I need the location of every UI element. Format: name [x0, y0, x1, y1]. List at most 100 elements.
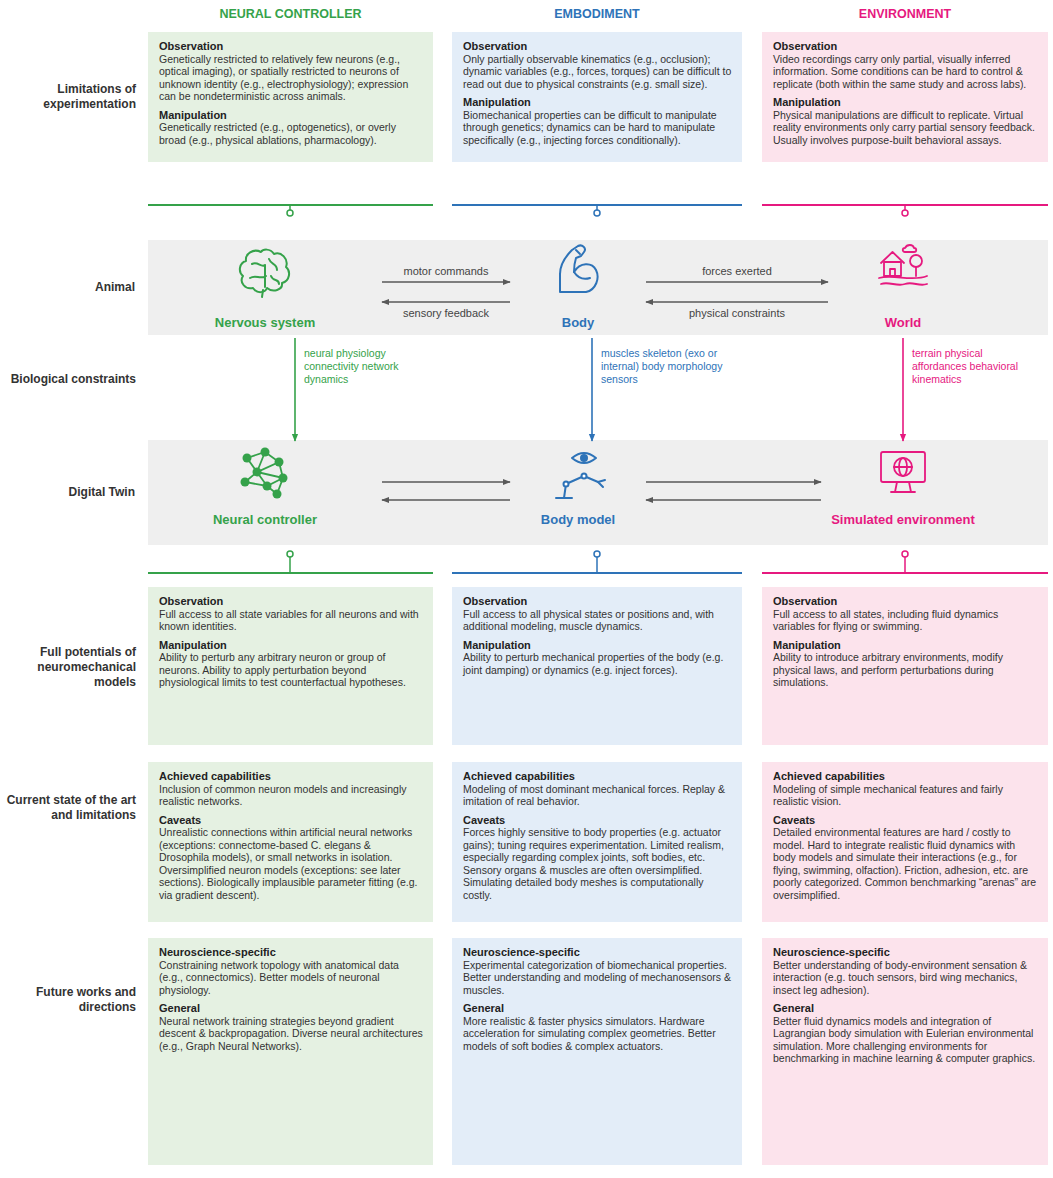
- robot-arm-icon-part: [556, 497, 572, 499]
- node-label: World: [830, 315, 976, 330]
- box-heading: General: [159, 1002, 423, 1015]
- box-heading: Caveats: [463, 814, 732, 827]
- component-node: World: [830, 248, 976, 335]
- brain-icon: [240, 250, 289, 297]
- future-box: Neuroscience-specificBetter understandin…: [762, 938, 1048, 1165]
- box-heading: Caveats: [773, 814, 1038, 827]
- connector-arrow: [902, 338, 904, 441]
- box-heading: Manipulation: [463, 639, 732, 652]
- component-node: Nervous system: [150, 248, 380, 335]
- box-body: Ability to introduce arbitrary environme…: [773, 651, 1038, 689]
- bracket-part: [594, 210, 600, 216]
- future-box: Neuroscience-specificExperimental catego…: [452, 938, 742, 1165]
- world-icon-part: [881, 252, 904, 263]
- connector-arrow: [294, 338, 296, 441]
- component-node: Body model: [512, 444, 644, 532]
- row-label: Future works and directions: [4, 985, 136, 1015]
- box-body: Modeling of simple mechanical features a…: [773, 783, 1038, 808]
- arm-icon-part: [574, 272, 590, 279]
- box-heading: Observation: [463, 40, 732, 53]
- bracket-part: [902, 551, 908, 557]
- arm-icon-part: [560, 245, 598, 292]
- box-heading: Observation: [159, 595, 423, 608]
- connector-arrow: [382, 481, 510, 483]
- network-icon-part: [279, 474, 288, 483]
- row-label: Animal: [3, 280, 135, 295]
- bracket-part: [762, 572, 1048, 574]
- state-box: Achieved capabilitiesModeling of most do…: [452, 762, 742, 922]
- column-header: EMBODIMENT: [452, 7, 742, 22]
- edge-label: muscles skeleton (exo or internal) body …: [601, 347, 731, 386]
- robot-arm-icon-part: [581, 455, 587, 461]
- connector-arrow: [382, 281, 510, 283]
- network-icon-part: [241, 478, 250, 487]
- row-band: Digital TwinNeural controllerBody modelS…: [148, 440, 1048, 545]
- monitor-icon-part: [891, 482, 915, 492]
- limitation-box: ObservationGenetically restricted to rel…: [148, 32, 433, 162]
- box-body: Biomechanical properties can be difficul…: [463, 109, 732, 147]
- box-body: Genetically restricted to relatively few…: [159, 53, 423, 103]
- box-heading: Achieved capabilities: [463, 770, 732, 783]
- row-label: Full potentials of neuromechanical model…: [4, 645, 136, 690]
- robot-arm-icon-part: [598, 480, 605, 487]
- network-icon-part: [273, 490, 282, 499]
- connector-arrow: [646, 281, 828, 283]
- bracket-part: [596, 205, 598, 210]
- connector-arrow: [646, 301, 828, 303]
- network-icon: [241, 448, 288, 499]
- node-label: Body model: [512, 512, 644, 527]
- box-body: Constraining network topology with anato…: [159, 959, 423, 997]
- row-label: Current state of the art and limitations: [4, 793, 136, 823]
- box-heading: General: [463, 1002, 732, 1015]
- box-body: Physical manipulations are difficult to …: [773, 109, 1038, 147]
- bracket-part: [594, 551, 600, 557]
- node-label: Body: [512, 315, 644, 330]
- bracket: [148, 551, 1048, 573]
- box-body: Experimental categorization of biomechan…: [463, 959, 732, 997]
- world-icon-part: [910, 255, 922, 267]
- box-heading: Manipulation: [463, 96, 732, 109]
- bracket-part: [289, 557, 291, 573]
- box-heading: Caveats: [159, 814, 423, 827]
- network-icon-part: [263, 482, 272, 491]
- bracket-part: [904, 205, 906, 210]
- network-icon-part: [275, 458, 284, 467]
- box-body: Unrealistic connections within artificia…: [159, 826, 423, 901]
- arm-icon-part: [576, 250, 580, 254]
- box-heading: Manipulation: [159, 639, 423, 652]
- box-body: Full access to all states, including flu…: [773, 608, 1038, 633]
- network-icon-part: [243, 454, 252, 463]
- robot-arm-icon-part: [564, 482, 569, 487]
- potential-box: ObservationFull access to all states, in…: [762, 587, 1048, 745]
- network-icon-part: [261, 448, 270, 457]
- box-heading: Neuroscience-specific: [159, 946, 423, 959]
- node-label: Nervous system: [150, 315, 380, 330]
- box-heading: Observation: [159, 40, 423, 53]
- box-heading: Manipulation: [159, 109, 423, 122]
- connector-arrow: [591, 338, 593, 441]
- world-icon-part: [915, 267, 917, 276]
- box-body: Modeling of most dominant mechanical for…: [463, 783, 732, 808]
- bracket-part: [289, 205, 291, 210]
- future-box: Neuroscience-specificConstraining networ…: [148, 938, 433, 1165]
- connector-arrow: [646, 481, 821, 483]
- robot-arm-icon-part: [572, 453, 596, 463]
- box-heading: Observation: [463, 595, 732, 608]
- box-body: Video recordings carry only partial, vis…: [773, 53, 1038, 91]
- brain-icon-part: [240, 250, 289, 293]
- monitor-icon-part: [881, 452, 925, 482]
- potential-box: ObservationFull access to all state vari…: [148, 587, 433, 745]
- world-icon-part: [890, 269, 895, 276]
- brain-icon-part: [250, 259, 279, 287]
- row-band: AnimalNervous systemBodyWorld: [148, 240, 1048, 335]
- bracket-part: [904, 557, 906, 573]
- connector-arrow: [382, 499, 510, 501]
- edge-label: terrain physical affordances behavioral …: [912, 347, 1027, 386]
- box-heading: Neuroscience-specific: [773, 946, 1038, 959]
- component-node: Body: [512, 248, 644, 335]
- box-body: Inclusion of common neuron models and in…: [159, 783, 423, 808]
- brain-icon-part: [262, 290, 263, 297]
- limitation-box: ObservationVideo recordings carry only p…: [762, 32, 1048, 162]
